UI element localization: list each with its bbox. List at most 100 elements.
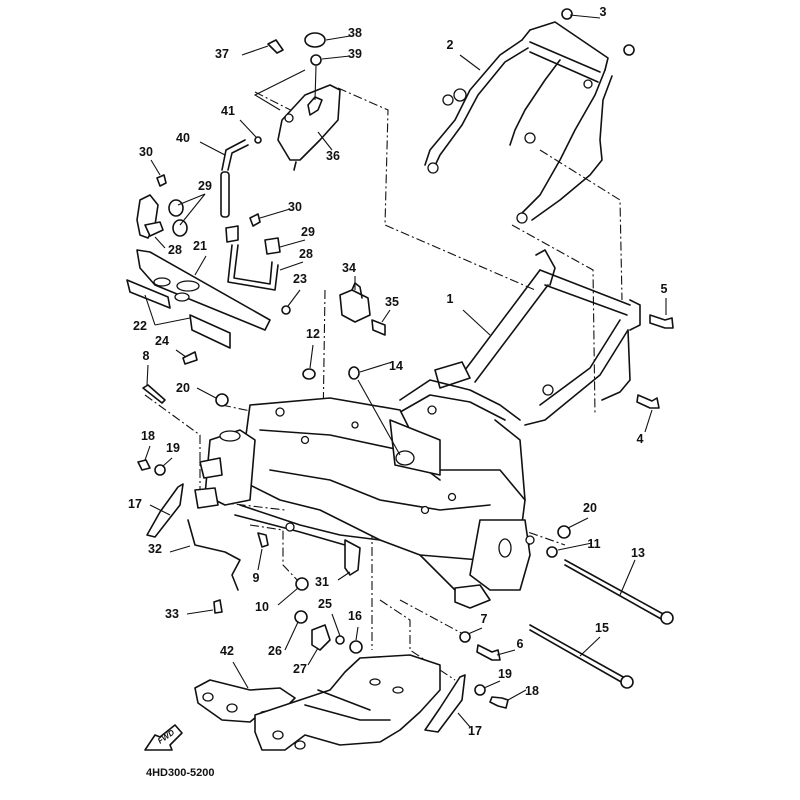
- washer-19-left[interactable]: [154, 464, 166, 476]
- clip-9[interactable]: [257, 532, 269, 548]
- callout-wire-lead[interactable]: 32: [148, 542, 162, 556]
- grommet-14[interactable]: [348, 366, 360, 380]
- callout-engine-mount-bolt[interactable]: 15: [595, 621, 609, 635]
- screw-24[interactable]: [182, 351, 198, 365]
- callout-collar[interactable]: 11: [587, 537, 600, 551]
- callout-screw[interactable]: 24: [155, 334, 169, 348]
- callout-clip[interactable]: 9: [253, 571, 260, 585]
- damper-center[interactable]: [225, 225, 239, 243]
- tank-cap[interactable]: [304, 32, 326, 48]
- callout-screw[interactable]: 33: [165, 607, 179, 621]
- bolt-4-shape[interactable]: [636, 394, 660, 409]
- stay-left[interactable]: [136, 194, 164, 239]
- callout-clamp[interactable]: 31: [315, 575, 329, 589]
- callout-clip[interactable]: 41: [221, 104, 235, 118]
- wire-lead-32[interactable]: [187, 519, 241, 591]
- bolt-right-30[interactable]: [249, 213, 261, 227]
- callout-bracket-right[interactable]: 17: [468, 724, 482, 738]
- callout-under-cover[interactable]: 42: [220, 644, 234, 658]
- damper-left-lower[interactable]: [172, 219, 188, 237]
- damper-left-upper[interactable]: [168, 199, 184, 217]
- callout-cap-left[interactable]: 20: [176, 381, 190, 395]
- reservoir-tank[interactable]: [277, 84, 341, 171]
- callout-bolt[interactable]: 35: [385, 295, 399, 309]
- bracket-lower[interactable]: [189, 314, 231, 349]
- callout-rear-subframe[interactable]: 2: [447, 38, 454, 52]
- bolt-5-shape[interactable]: [649, 314, 674, 329]
- engine-mount-bolt-13[interactable]: [564, 559, 674, 625]
- collar-26[interactable]: [294, 610, 308, 624]
- callout-plate[interactable]: 21: [193, 239, 207, 253]
- collar-12[interactable]: [302, 368, 316, 380]
- callout-bolt[interactable]: 37: [215, 47, 229, 61]
- callout-damper-right[interactable]: 29: [301, 225, 315, 239]
- callout-cap[interactable]: 3: [600, 5, 607, 19]
- callout-washer-right[interactable]: 19: [498, 667, 512, 681]
- cap-20-left[interactable]: [215, 393, 229, 407]
- engine-mount-bolt-15[interactable]: [529, 624, 634, 689]
- bracket-upper[interactable]: [126, 279, 171, 309]
- nut-23[interactable]: [281, 305, 291, 315]
- cap-20-right[interactable]: [557, 525, 571, 539]
- collar-10[interactable]: [295, 577, 309, 591]
- callout-bolt-left[interactable]: 30: [139, 145, 153, 159]
- washer-25[interactable]: [335, 635, 345, 645]
- callout-cap-right[interactable]: 20: [583, 501, 597, 515]
- callout-bolt[interactable]: 6: [517, 637, 524, 651]
- callout-hose[interactable]: 40: [176, 131, 190, 145]
- callout-washer[interactable]: 25: [318, 597, 332, 611]
- nut-16[interactable]: [349, 640, 363, 654]
- callout-washer[interactable]: 7: [481, 612, 488, 626]
- callout-damper-left[interactable]: 29: [198, 179, 212, 193]
- damper-right[interactable]: [264, 237, 281, 255]
- clamp-27[interactable]: [311, 624, 331, 651]
- callout-washer-left[interactable]: 19: [166, 441, 180, 455]
- callout-engine-mount-bolt[interactable]: 13: [631, 546, 645, 560]
- bracket-17-left[interactable]: [146, 483, 184, 538]
- callout-bolt-right[interactable]: 30: [288, 200, 302, 214]
- tank-washer[interactable]: [310, 54, 322, 66]
- hose[interactable]: [220, 139, 249, 218]
- bolt-left-30[interactable]: [156, 174, 167, 187]
- hose-clip[interactable]: [254, 136, 262, 144]
- bracket-17-right[interactable]: [424, 674, 466, 733]
- under-cover[interactable]: [194, 654, 441, 751]
- callout-bolt[interactable]: 5: [661, 282, 668, 296]
- washer-19-right[interactable]: [474, 684, 486, 696]
- callout-nut[interactable]: 16: [348, 609, 362, 623]
- callout-bracket[interactable]: 22: [133, 319, 147, 333]
- callout-stay-right[interactable]: 28: [299, 247, 313, 261]
- bolt-18-left[interactable]: [137, 459, 151, 471]
- bolt-8-shape[interactable]: [142, 384, 166, 404]
- callout-bolt[interactable]: 8: [143, 349, 150, 363]
- callout-nut[interactable]: 23: [293, 272, 307, 286]
- clamp-31[interactable]: [344, 539, 361, 576]
- callout-collar[interactable]: 12: [306, 327, 320, 341]
- callout-bolt-left[interactable]: 18: [141, 429, 155, 443]
- main-frame[interactable]: [194, 249, 641, 609]
- washer-7[interactable]: [459, 631, 471, 643]
- bolt-6-shape[interactable]: [476, 644, 501, 661]
- callout-washer[interactable]: 39: [348, 47, 362, 61]
- plate[interactable]: [136, 249, 271, 331]
- stay-right[interactable]: [227, 244, 279, 291]
- callout-grommet[interactable]: 14: [389, 359, 403, 373]
- callout-holder[interactable]: 34: [342, 261, 356, 275]
- callout-bolt-right[interactable]: 18: [525, 684, 539, 698]
- callout-bolt[interactable]: 4: [637, 432, 644, 446]
- callout-collar[interactable]: 26: [268, 644, 282, 658]
- callout-collar[interactable]: 10: [255, 600, 269, 614]
- callout-reservoir-tank[interactable]: 36: [326, 149, 340, 163]
- bolt-18-right[interactable]: [489, 696, 509, 709]
- callout-clamp[interactable]: 27: [293, 662, 307, 676]
- callout-main-frame[interactable]: 1: [447, 292, 454, 306]
- callout-cap[interactable]: 38: [348, 26, 362, 40]
- callout-stay-left[interactable]: 28: [168, 243, 182, 257]
- cap-parts[interactable]: [561, 8, 635, 56]
- bolt-35[interactable]: [371, 319, 386, 336]
- tank-bolt[interactable]: [267, 39, 284, 54]
- screw-33-shape[interactable]: [213, 599, 223, 614]
- callout-bracket-left[interactable]: 17: [128, 497, 142, 511]
- collar-11[interactable]: [546, 546, 558, 558]
- rear-subframe[interactable]: [424, 21, 613, 224]
